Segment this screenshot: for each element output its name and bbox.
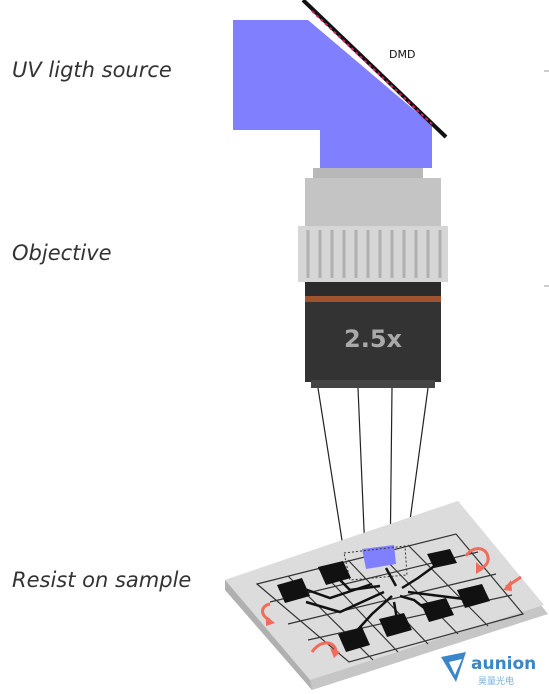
exposed-pattern — [362, 545, 396, 569]
objective-lens — [298, 168, 448, 388]
uv-light-source-label: UV ligth source — [12, 58, 172, 82]
contact-pads — [277, 549, 490, 652]
objective-tip — [311, 380, 435, 388]
dmd-mirror — [301, 0, 448, 139]
objective-grip — [298, 226, 448, 282]
arrow-heads — [266, 562, 512, 658]
grip-ridges — [306, 230, 442, 278]
objective-upper-body — [305, 178, 441, 228]
objective-label: Objective — [12, 241, 112, 265]
resist-on-sample-label: Resist on sample — [12, 568, 192, 592]
logo-name: aunion — [471, 654, 536, 674]
dmd-label: DMD — [389, 48, 415, 61]
uv-light-beam — [233, 20, 432, 168]
aunion-logo: aunion 昊量光电 — [441, 652, 536, 687]
objective-ring — [305, 296, 441, 302]
objective-collar — [313, 168, 423, 180]
objective-body — [305, 302, 441, 382]
objective-band — [305, 282, 441, 298]
magnification-label: 2.5x — [344, 325, 403, 353]
projection-area — [343, 545, 408, 581]
logo-subtitle: 昊量光电 — [478, 675, 514, 687]
